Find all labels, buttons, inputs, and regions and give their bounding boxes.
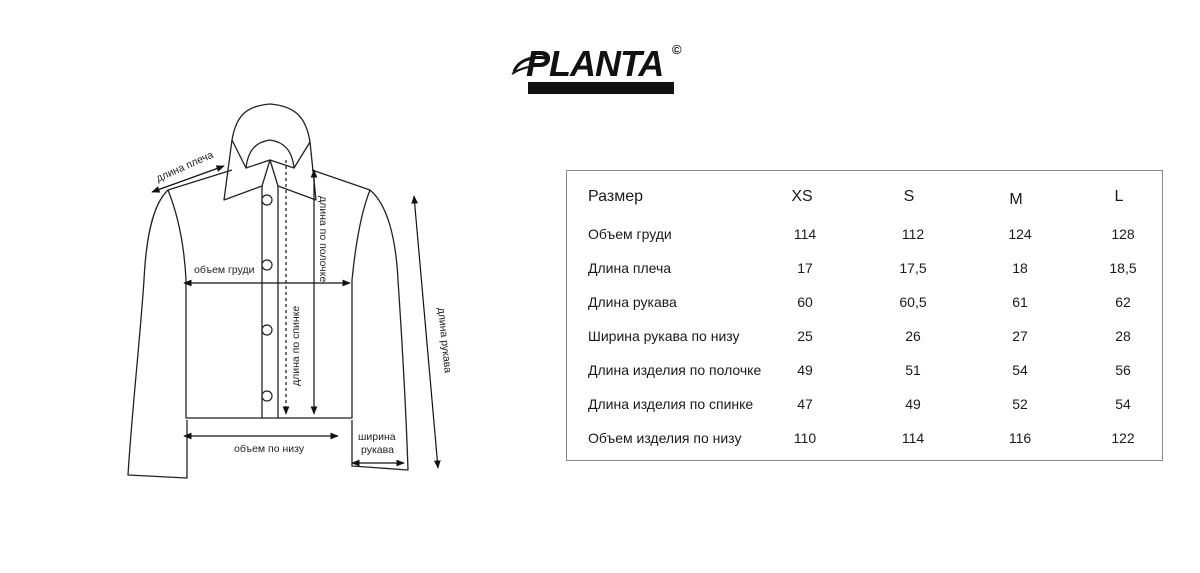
table-row: Длина изделия по спинке 47 49 52 54: [567, 392, 1162, 416]
row-label: Длина рукава: [588, 294, 677, 310]
row-label: Ширина рукава по низу: [588, 328, 740, 344]
cell-xs: 47: [797, 396, 813, 412]
header-size-l: L: [1114, 188, 1124, 205]
logo-wordmark: PLANTA: [526, 43, 664, 84]
cell-s: 51: [905, 362, 921, 378]
sleeve-length-label: длина рукава: [435, 307, 454, 374]
cell-l: 62: [1115, 294, 1131, 310]
table-row: Длина изделия по полочке 49 51 54 56: [567, 358, 1162, 382]
cell-l: 54: [1115, 396, 1131, 412]
cell-xs: 110: [793, 430, 817, 446]
cell-m: 124: [1008, 226, 1032, 242]
header-size-label: Размер: [588, 188, 643, 205]
back-length-label: длина по спинке: [290, 306, 302, 386]
header-size-s: S: [903, 188, 915, 205]
table-row: Длина плеча 17 17,5 18 18,5: [567, 256, 1162, 280]
jacket-size-diagram: длина плеча объем груди длина по полочке…: [127, 103, 454, 479]
cell-s: 112: [901, 226, 925, 242]
cell-s: 49: [905, 396, 921, 412]
jacket-outline: [127, 103, 409, 479]
button-icon: [261, 324, 273, 336]
hem-label: объем по низу: [234, 443, 305, 455]
shoulder-measure-line: [151, 165, 225, 193]
row-label: Объем изделия по низу: [588, 430, 742, 446]
chest-label: объем груди: [194, 264, 255, 276]
cell-xs: 17: [797, 260, 813, 276]
row-label: Объем груди: [588, 226, 672, 242]
cell-m: 116: [1008, 430, 1032, 446]
cell-l: 128: [1111, 226, 1135, 242]
cell-xs: 114: [793, 226, 817, 242]
button-icon: [261, 259, 273, 271]
cell-l: 122: [1111, 430, 1135, 446]
diagram-labels: длина плеча объем груди длина по полочке…: [154, 149, 453, 456]
header-size-m: M: [1009, 191, 1023, 208]
sleeve-measure-line: [411, 195, 441, 469]
table-header-row: Размер XS S M L: [567, 185, 1162, 209]
cell-l: 18,5: [1109, 260, 1137, 276]
cell-xs: 60: [797, 294, 813, 310]
button-icon: [261, 194, 273, 206]
cuff-label-line1: ширина: [358, 431, 396, 443]
table-row: Ширина рукава по низу 25 26 27 28: [567, 324, 1162, 348]
cell-xs: 25: [797, 328, 813, 344]
cell-s: 114: [901, 430, 925, 446]
jacket-buttons: [261, 194, 273, 402]
cell-m: 61: [1012, 294, 1028, 310]
row-label: Длина изделия по полочке: [588, 362, 762, 378]
header-size-xs: XS: [791, 188, 813, 205]
logo-swoosh-icon: [511, 56, 547, 75]
cell-m: 54: [1012, 362, 1028, 378]
cell-m: 27: [1012, 328, 1028, 344]
logo-underline-bar: [528, 82, 674, 94]
cell-m: 52: [1012, 396, 1028, 412]
cell-l: 56: [1115, 362, 1131, 378]
copyright-mark: ©: [672, 42, 682, 57]
brand-logo: PLANTA ©: [510, 40, 690, 100]
table-row: Объем груди 114 112 124 128: [567, 222, 1162, 246]
cell-s: 17,5: [899, 260, 927, 276]
row-label: Длина изделия по спинке: [588, 396, 754, 412]
front-length-label: длина по полочке: [317, 196, 329, 282]
button-icon: [261, 390, 273, 402]
row-label: Длина плеча: [588, 260, 672, 276]
table-row: Объем изделия по низу 110 114 116 122: [567, 426, 1162, 450]
cell-s: 60,5: [899, 294, 927, 310]
cuff-label-line2: рукава: [361, 444, 394, 456]
table-row: Длина рукава 60 60,5 61 62: [567, 290, 1162, 314]
shoulder-label: длина плеча: [154, 149, 215, 185]
cell-l: 28: [1115, 328, 1131, 344]
cell-m: 18: [1012, 260, 1028, 276]
cell-s: 26: [905, 328, 921, 344]
cell-xs: 49: [797, 362, 813, 378]
size-table: Размер XS S M L Объем груди 114 112 124 …: [566, 170, 1163, 461]
measurement-lines: [151, 160, 441, 469]
